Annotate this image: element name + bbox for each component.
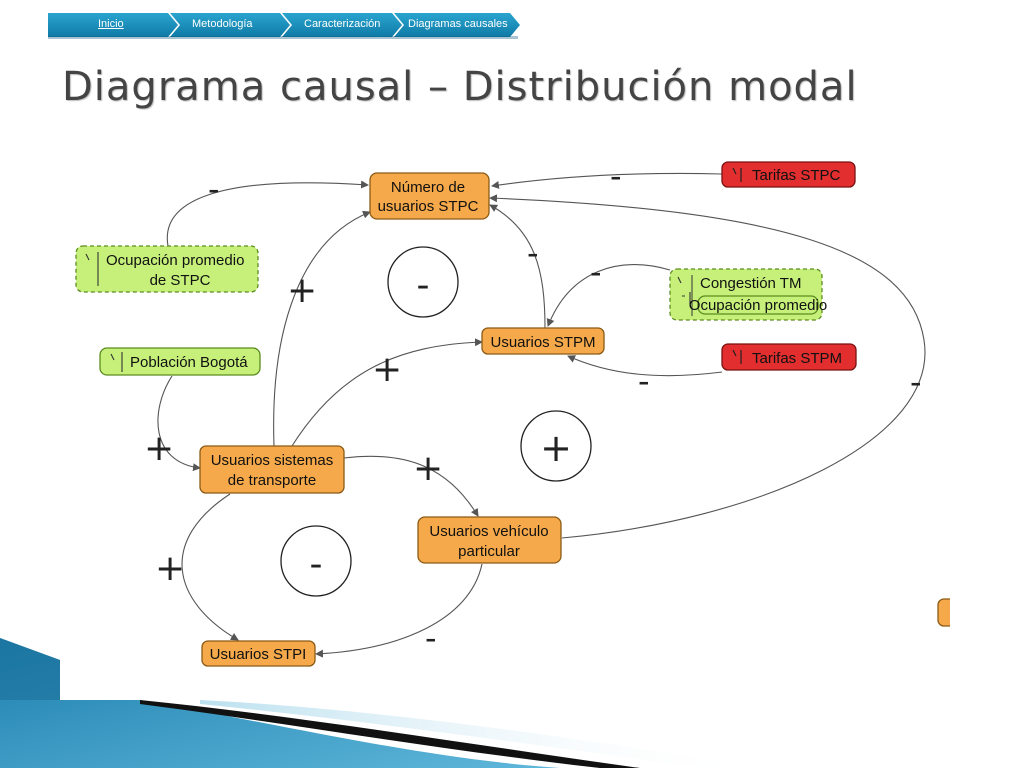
node-label: Usuarios STPI: [210, 646, 307, 663]
link-tarifas-stpc-to-numero: [491, 172, 723, 189]
sign-plus: +: [372, 349, 402, 390]
loop-sign: -: [417, 265, 430, 306]
node-tarifas-stpc[interactable]: Tarifas STPC: [721, 161, 856, 188]
sign-minus: -: [610, 157, 622, 195]
node-usuarios-sistemas-transporte[interactable]: Usuarios sistemas de transporte: [199, 445, 345, 494]
sign-minus: -: [638, 362, 650, 400]
node-usuarios-vehiculo-particular[interactable]: Usuarios vehículo particular: [417, 516, 562, 564]
loop-circle: [520, 410, 592, 482]
breadcrumb-label: Inicio: [98, 18, 124, 30]
node-label: Población Bogotá: [130, 354, 248, 371]
link-poblacion-to-sistemas: [157, 375, 201, 472]
node-label-line: de STPC: [150, 272, 211, 289]
note-icon: [732, 167, 742, 182]
diagram-panel: [60, 130, 950, 690]
loop-circle: [280, 525, 352, 597]
sub-node-box: [697, 295, 819, 315]
node-label-line: Ocupación promedio: [106, 252, 244, 269]
link-tarifas-stpm-to-stpm: [567, 355, 723, 377]
node-box: [721, 161, 856, 188]
node-box: [721, 343, 857, 371]
loop-sign: +: [540, 426, 572, 470]
node-numero-usuarios-stpc[interactable]: Número de usuarios STPC: [369, 172, 490, 220]
node-box: [75, 245, 259, 293]
node-congestion-tm[interactable]: Congestión TM Ocupación promedio: [669, 268, 827, 321]
sign-minus: -: [208, 170, 220, 208]
link-sistemas-to-numero: [273, 210, 371, 447]
node-box: [199, 445, 345, 494]
sub-node-label: Ocupación promedio: [689, 297, 827, 314]
loop-indicators: - + -: [280, 246, 592, 597]
breadcrumb-shadow: [48, 36, 518, 39]
node-label: Congestión TM: [700, 275, 801, 292]
panel-edge-mask: [950, 590, 980, 635]
note-icon: [110, 352, 123, 372]
polarity-signs: - - - - + + - - + + + -: [144, 157, 922, 657]
sign-plus: +: [413, 448, 443, 489]
link-sistemas-to-stpi: [181, 493, 239, 641]
node-label-line: Usuarios sistemas: [211, 452, 334, 469]
sign-minus: -: [527, 234, 539, 272]
link-sistemas-to-stpm: [291, 338, 483, 447]
loop-sign: -: [310, 544, 323, 585]
link-congestion-to-stpm: [546, 263, 671, 327]
note-icon: [732, 349, 742, 364]
note-icon: [85, 252, 99, 286]
node-box: [99, 347, 261, 376]
breadcrumb-metodologia[interactable]: Metodología: [170, 13, 290, 37]
node-label-line: Número de: [391, 179, 465, 196]
node-label: Usuarios STPM: [490, 334, 595, 351]
sign-plus: +: [155, 548, 185, 589]
sign-plus: +: [287, 270, 317, 311]
breadcrumb: Inicio Metodología Caracterización Diagr…: [48, 13, 520, 37]
node-label: Tarifas STPC: [752, 167, 841, 184]
node-partial-clipped: [937, 590, 980, 635]
node-label-line: usuarios STPC: [378, 198, 479, 215]
node-box: [481, 327, 605, 355]
sign-plus: +: [144, 428, 174, 469]
loop-circle: [387, 246, 459, 318]
node-ocupacion-promedio-stpc[interactable]: Ocupación promedio de STPC: [75, 245, 259, 293]
node-usuarios-stpm[interactable]: Usuarios STPM: [481, 327, 605, 355]
node-box: [369, 172, 490, 220]
node-usuarios-stpi[interactable]: Usuarios STPI: [201, 640, 316, 667]
sign-minus: -: [425, 619, 437, 657]
sign-minus: -: [590, 253, 602, 291]
node-label-line: Usuarios vehículo: [429, 523, 548, 540]
breadcrumb-label: Metodología: [192, 18, 253, 30]
breadcrumb-caracterizacion[interactable]: Caracterización: [282, 13, 402, 37]
node-label: Tarifas STPM: [752, 350, 842, 367]
breadcrumb-label: Caracterización: [304, 18, 381, 30]
link-sistemas-to-vehiculo: [343, 455, 479, 517]
page-title: Diagrama causal – Distribución modal: [62, 64, 858, 110]
link-vehiculo-to-numero: [489, 194, 926, 539]
link-stpm-to-numero: [489, 204, 546, 329]
breadcrumb-label: Diagramas causales: [408, 18, 508, 30]
sign-minus: -: [910, 363, 922, 401]
breadcrumb-inicio[interactable]: Inicio: [48, 13, 178, 37]
note-icon: [677, 276, 691, 304]
node-tarifas-stpm[interactable]: Tarifas STPM: [721, 343, 857, 371]
node-label-line: de transporte: [228, 472, 316, 489]
causal-links: [157, 172, 926, 658]
link-ocupacion-to-numero: [166, 180, 369, 247]
node-poblacion-bogota[interactable]: Población Bogotá: [99, 347, 261, 376]
node-label-line: particular: [458, 543, 520, 560]
breadcrumb-diagramas-causales[interactable]: Diagramas causales: [394, 13, 520, 37]
node-box: [417, 516, 562, 564]
